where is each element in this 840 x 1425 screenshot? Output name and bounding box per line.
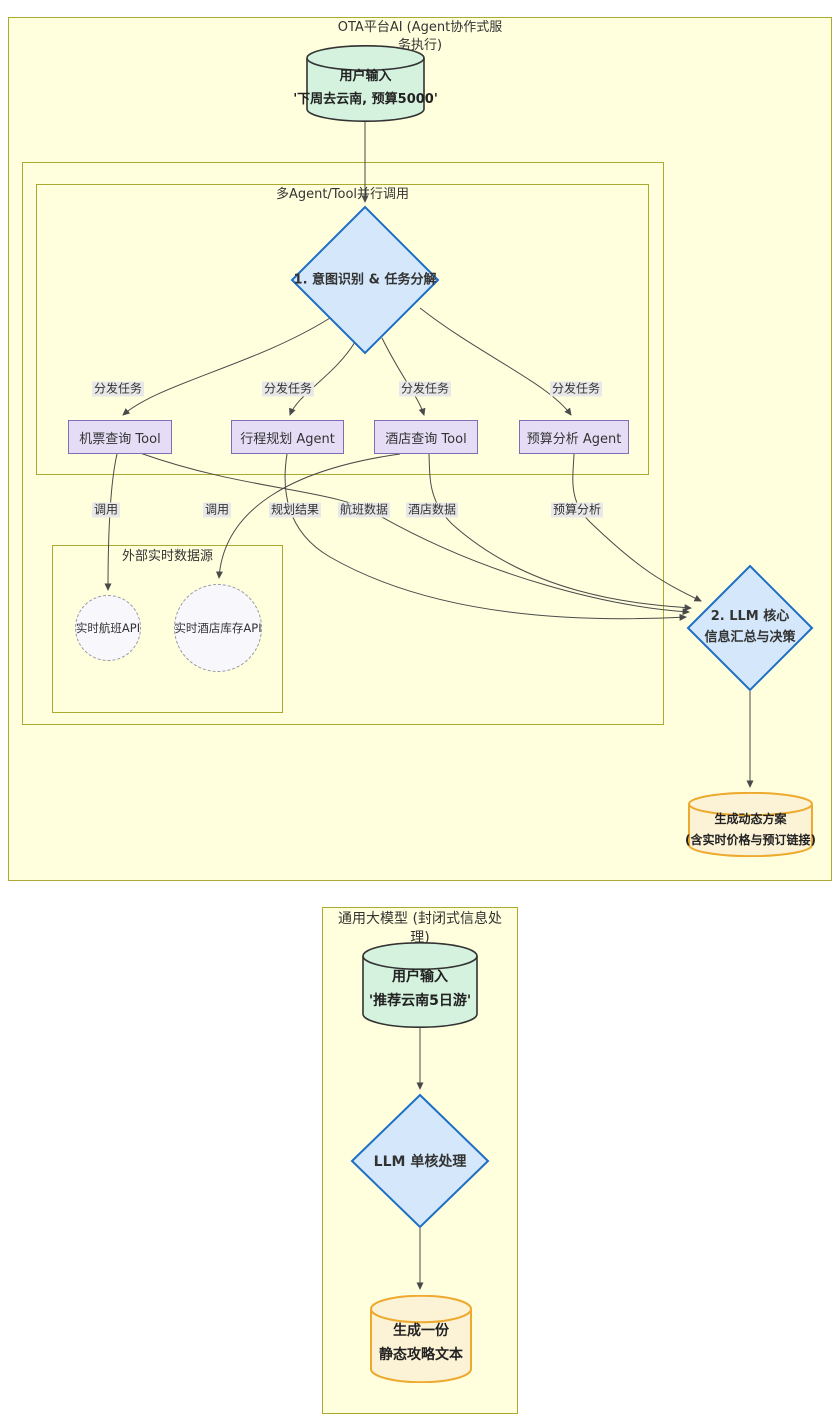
edge-label-call-2: 调用 [202, 502, 232, 518]
edge-label-call-1: 调用 [91, 502, 121, 518]
generic-llm-diamond-shape [350, 1093, 490, 1229]
llm-core-label-line1: 2. LLM 核心 [710, 609, 790, 625]
node-user-input-generic: 用户输入 '推荐云南5日游' [362, 942, 478, 1028]
edge-dispatch-plan-agent [289, 341, 356, 416]
node-itinerary-agent: 行程规划 Agent [231, 420, 344, 454]
edge-budget-analysis [572, 453, 702, 602]
user-input-ota-line1: 用户输入 [339, 69, 392, 85]
edge-label-flight-data: 航班数据 [337, 502, 391, 518]
generic-llm-diamond-label: LLM 单核处理 [373, 1153, 467, 1170]
llm-core-label-line2: 信息汇总与决策 [704, 630, 796, 645]
ota-section-title: OTA平台AI (Agent协作式服 务执行) [8, 19, 832, 54]
node-hotel-query-tool: 酒店查询 Tool [374, 420, 478, 454]
generic-llm-section-title: 通用大模型 (封闭式信息处 理) [322, 910, 518, 948]
edge-label-plan-result: 规划结果 [268, 502, 322, 518]
edge-call-hotel-api [215, 453, 401, 579]
parallel-call-box-title: 多Agent/Tool并行调用 [275, 187, 410, 202]
edge-label-hotel-data: 酒店数据 [405, 502, 459, 518]
node-flight-query-tool: 机票查询 Tool [68, 420, 172, 454]
edge-hotel-data [428, 453, 692, 612]
node-budget-agent: 预算分析 Agent [519, 420, 629, 454]
generic-llm-title-line1: 通用大模型 (封闭式信息处 [338, 911, 502, 927]
llm-core-diamond-label: 2. LLM 核心 信息汇总与决策 [704, 607, 795, 649]
edge-dispatch-budget-agent [419, 307, 572, 416]
edge-dispatch-hotel-tool [381, 337, 426, 416]
static-guide-line1: 生成一份 [393, 1323, 449, 1340]
dynamic-plan-line1: 生成动态方案 [714, 812, 787, 827]
external-data-box-title: 外部实时数据源 [121, 549, 213, 564]
edge-label-dispatch-1: 分发任务 [91, 381, 145, 397]
edge-plan-result [284, 453, 687, 621]
edge-flight-data [139, 452, 690, 616]
ota-section-title-line1: OTA平台AI (Agent协作式服 [337, 20, 503, 35]
edge-label-budget-analysis: 预算分析 [550, 502, 604, 518]
edge-label-dispatch-3: 分发任务 [398, 381, 452, 397]
user-input-ota-line2: '下周去云南, 预算5000' [293, 91, 438, 107]
node-user-input-ota: 用户输入 '下周去云南, 预算5000' [293, 45, 438, 122]
edge-label-dispatch-2: 分发任务 [261, 381, 315, 397]
ota-section-title-line2: 务执行) [397, 37, 443, 53]
llm-core-diamond-shape [686, 564, 814, 692]
edge-call-flight-api [104, 453, 118, 591]
generic-llm-title-line2: 理) [410, 929, 430, 946]
node-static-guide-output: 生成一份 静态攻略文本 [370, 1295, 472, 1383]
node-flight-api: 实时航班API [75, 595, 141, 661]
user-input-generic-line1: 用户输入 [392, 969, 448, 986]
intent-diamond-label: 1. 意图识别 & 任务分解 [293, 272, 437, 288]
user-input-generic-line2: '推荐云南5日游' [368, 993, 472, 1009]
node-dynamic-plan-output: 生成动态方案 (含实时价格与预订链接) [685, 792, 816, 857]
static-guide-line2: 静态攻略文本 [379, 1347, 463, 1363]
edge-dispatch-flight-tool [122, 317, 331, 416]
intent-diamond-shape [290, 205, 440, 355]
edge-label-dispatch-4: 分发任务 [549, 381, 603, 397]
node-hotel-api: 实时酒店库存API [174, 584, 262, 672]
dynamic-plan-line2: (含实时价格与预订链接) [685, 832, 816, 847]
